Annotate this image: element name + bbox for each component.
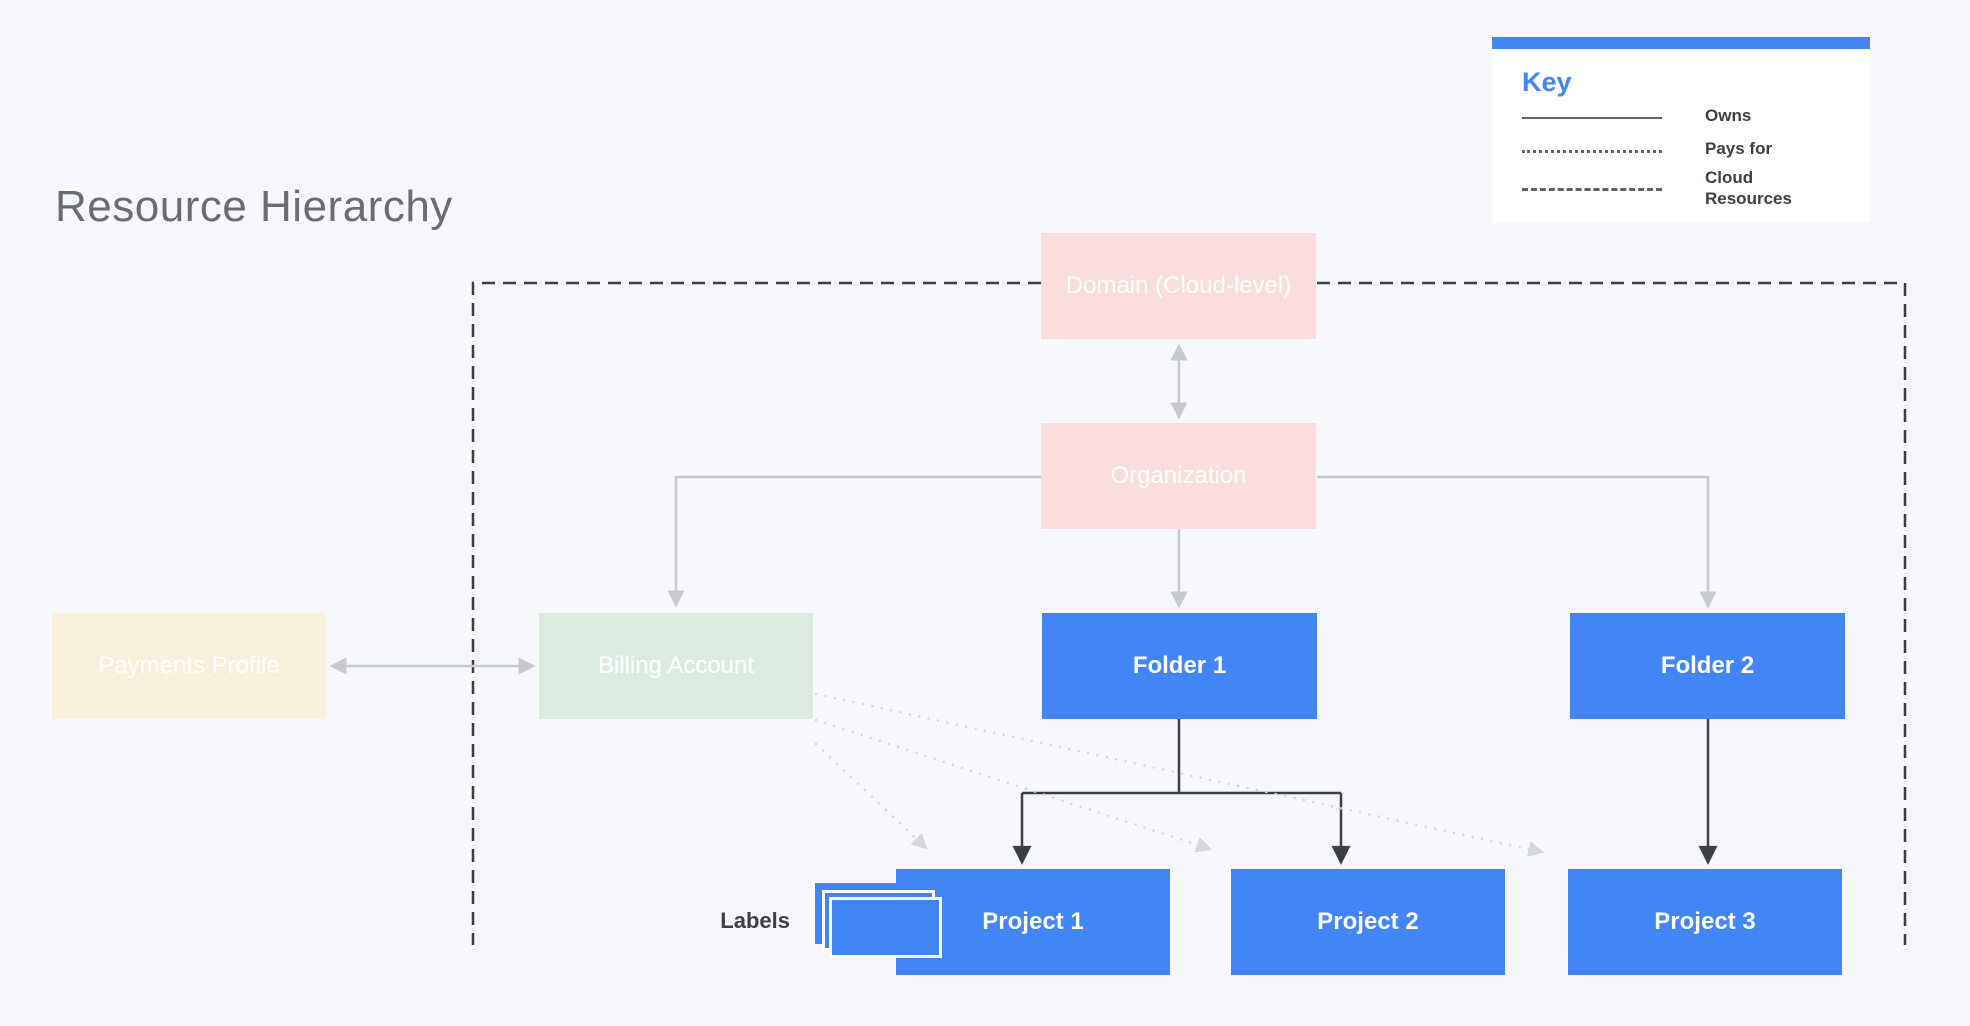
legend: Key Owns Pays for Cloud Resources bbox=[1492, 37, 1870, 223]
node-organization: Organization bbox=[1041, 423, 1316, 529]
legend-solid-line-sample bbox=[1522, 117, 1662, 119]
node-folder-2: Folder 2 bbox=[1570, 613, 1845, 719]
legend-label-pays-for: Pays for bbox=[1705, 139, 1773, 158]
legend-heading: Key bbox=[1522, 67, 1572, 97]
legend-dotted-line-sample bbox=[1522, 150, 1662, 153]
labels-caption: Labels bbox=[720, 908, 790, 933]
node-project-3: Project 3 bbox=[1568, 869, 1842, 975]
edge-organization-billing-account bbox=[667, 475, 1041, 608]
legend-dashed-line-sample bbox=[1522, 188, 1662, 191]
edge-billing-project2-paysfor bbox=[814, 718, 1213, 853]
legend-label-owns: Owns bbox=[1705, 106, 1752, 125]
node-project-2: Project 2 bbox=[1231, 869, 1505, 975]
node-folder-1: Folder 1 bbox=[1042, 613, 1317, 719]
node-billing-account: Billing Account bbox=[539, 613, 813, 719]
page-title: Resource Hierarchy bbox=[55, 182, 453, 231]
labels-icon-card-front bbox=[829, 897, 942, 958]
labels-icon bbox=[815, 883, 947, 963]
edge-organization-folder2 bbox=[1317, 475, 1717, 609]
legend-label-cloud-resources: Cloud Resources bbox=[1705, 168, 1792, 208]
node-payments-profile: Payments Profile bbox=[52, 613, 326, 719]
edge-billing-project1-paysfor bbox=[814, 742, 928, 850]
legend-accent-bar bbox=[1492, 37, 1870, 49]
node-domain: Domain (Cloud-level) bbox=[1041, 233, 1316, 339]
